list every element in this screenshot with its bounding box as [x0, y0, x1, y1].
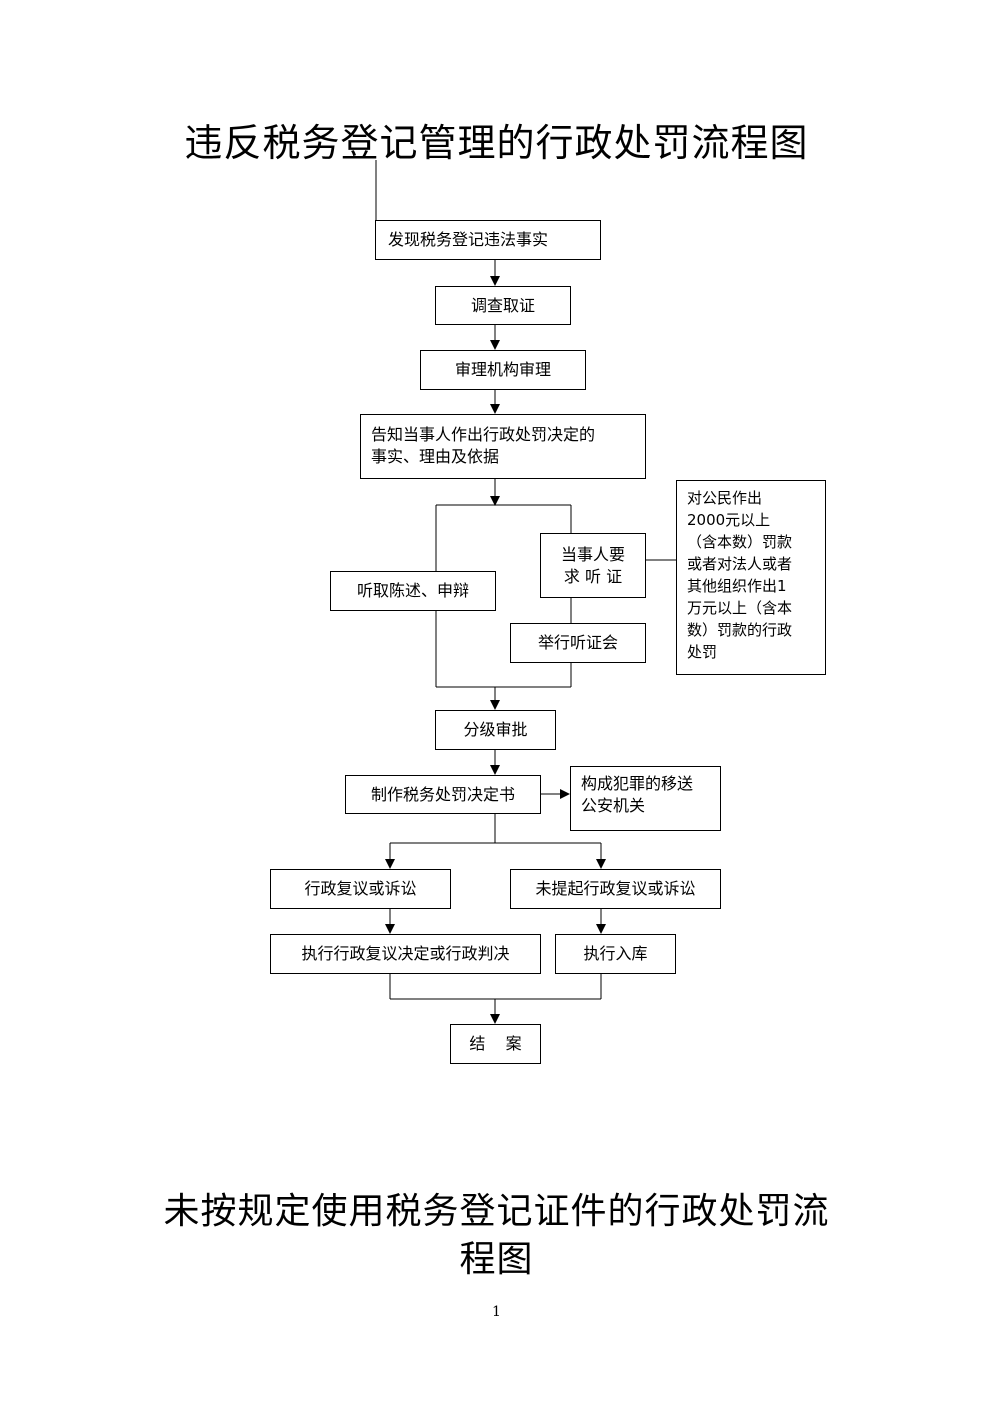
execute-storage-box: 执行入库: [555, 934, 676, 974]
page-title-1: 违反税务登记管理的行政处罚流程图: [184, 121, 809, 165]
page-number: 1: [492, 1304, 501, 1320]
transfer-police-box: 构成犯罪的移送 公安机关: [570, 766, 721, 831]
notify-box: 告知当事人作出行政处罚决定的 事实、理由及依据: [360, 414, 646, 479]
review-box: 审理机构审理: [420, 350, 586, 390]
execute-ruling-box: 执行行政复议决定或行政判决: [270, 934, 541, 974]
make-decision-box: 制作税务处罚决定书: [345, 775, 541, 814]
no-reconsideration-box: 未提起行政复议或诉讼: [510, 869, 721, 909]
statement-defense-box: 听取陈述、申辩: [330, 571, 496, 611]
hold-hearing-box: 举行听证会: [510, 623, 646, 663]
hearing-condition-note: 对公民作出 2000元以上 （含本数）罚款 或者对法人或者 其他组织作出1 万元…: [676, 480, 826, 675]
approval-box: 分级审批: [435, 710, 556, 750]
page-title-2: 未按规定使用税务登记证件的行政处罚流程图: [163, 1191, 830, 1280]
reconsideration-box: 行政复议或诉讼: [270, 869, 451, 909]
request-hearing-box: 当事人要 求 听 证: [540, 533, 646, 598]
discover-violation-box: 发现税务登记违法事实: [375, 220, 601, 260]
close-case-box: 结 案: [450, 1024, 541, 1064]
investigate-box: 调查取证: [435, 286, 571, 325]
